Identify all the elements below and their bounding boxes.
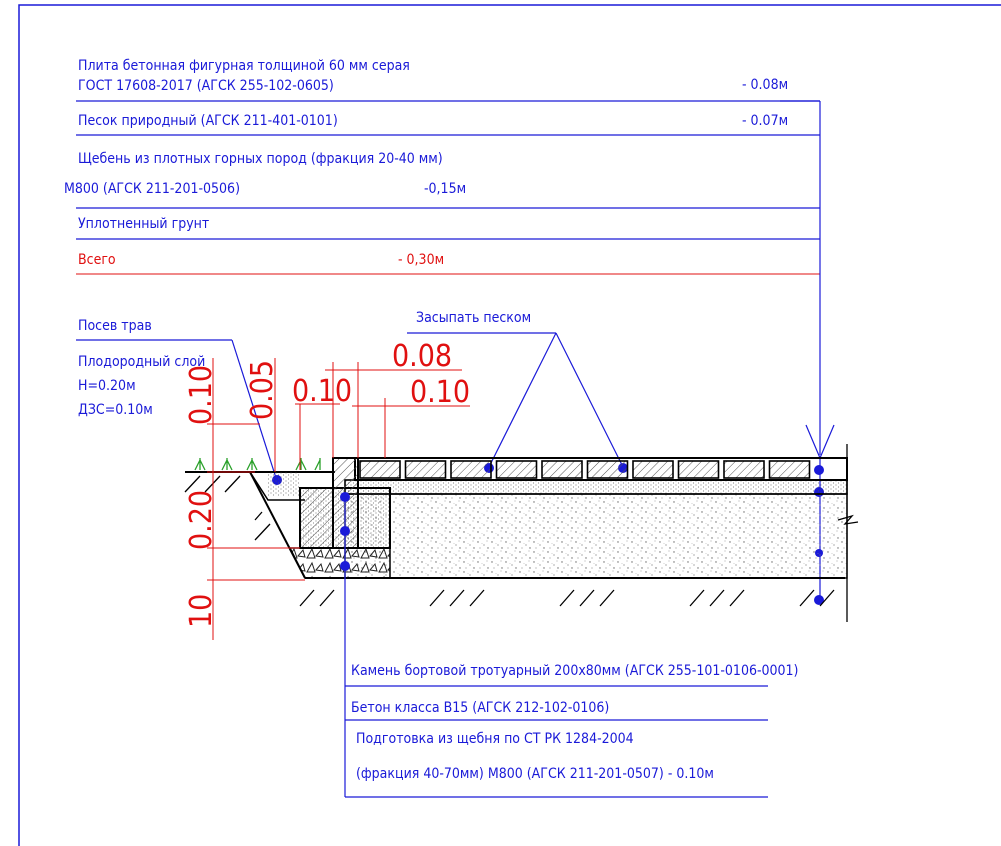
left-labels: Посев трав Плодородный слой Н=0.20м ДЗС=… bbox=[76, 318, 282, 485]
fertile-layer-label: Плодородный слой bbox=[78, 354, 205, 370]
layer3-title-line1: Щебень из плотных горных пород (фракция … bbox=[78, 151, 443, 167]
pavement-section bbox=[184, 444, 859, 622]
total-value: - 0,30м bbox=[398, 252, 444, 268]
dim-0-05-vertical: 0.05 bbox=[245, 360, 280, 420]
paving-tile bbox=[768, 460, 811, 479]
paving-tile bbox=[541, 460, 583, 479]
paving-tile bbox=[677, 460, 720, 479]
total-label: Всего bbox=[78, 252, 116, 268]
dim-10-vertical: 10 bbox=[184, 594, 219, 628]
paving-tile bbox=[359, 460, 401, 479]
bottom-table: Камень бортовой тротуарный 200х80мм (АГС… bbox=[345, 663, 798, 782]
curb-stone-label: Камень бортовой тротуарный 200х80мм (АГС… bbox=[351, 663, 798, 679]
dim-0-08: 0.08 bbox=[392, 339, 452, 374]
paving-tile bbox=[723, 460, 765, 479]
paving-tile bbox=[586, 460, 629, 479]
layers-table: Плита бетонная фигурная толщиной 60 мм с… bbox=[64, 58, 820, 275]
paving-tile bbox=[404, 460, 447, 479]
layer3-thickness: -0,15м bbox=[424, 181, 466, 197]
layer3-title-line2: М800 (АГСК 211-201-0506) bbox=[64, 181, 240, 197]
paving-tile bbox=[632, 460, 674, 479]
dzs-value-label: ДЗС=0.10м bbox=[78, 402, 153, 418]
dimensions: 0.10 0.20 10 0.05 0.10 0.08 0.10 bbox=[184, 339, 470, 640]
grass-sowing-label: Посев трав bbox=[78, 318, 152, 334]
fill-sand-label: Засыпать песком bbox=[416, 310, 531, 326]
h-value-label: Н=0.20м bbox=[78, 378, 136, 394]
layer1-title-line1: Плита бетонная фигурная толщиной 60 мм с… bbox=[78, 58, 410, 74]
dim-0-10-curb: 0.10 bbox=[292, 374, 352, 409]
paving-tile bbox=[495, 460, 538, 479]
dim-0-10-vertical: 0.10 bbox=[184, 365, 219, 425]
dim-0-10-right: 0.10 bbox=[410, 375, 470, 410]
fill-sand-callout: Засыпать песком bbox=[407, 310, 628, 473]
layer1-title-line2: ГОСТ 17608-2017 (АГСК 255-102-0605) bbox=[78, 78, 334, 94]
prep-line2: (фракция 40-70мм) М800 (АГСК 211-201-050… bbox=[356, 766, 714, 782]
paving-tile bbox=[450, 460, 492, 479]
sheet-frame bbox=[18, 4, 1001, 846]
curb-leader bbox=[340, 492, 768, 798]
layer2-thickness: - 0.07м bbox=[742, 113, 788, 129]
layer1-thickness: - 0.08м bbox=[742, 77, 788, 93]
dim-0-20-vertical: 0.20 bbox=[184, 490, 219, 550]
concrete-label: Бетон класса В15 (АГСК 212-102-0106) bbox=[351, 700, 609, 716]
layer4-title: Уплотненный грунт bbox=[78, 216, 209, 232]
layer2-title: Песок природный (АГСК 211-401-0101) bbox=[78, 113, 338, 129]
prep-line1: Подготовка из щебня по СТ РК 1284-2004 bbox=[356, 731, 634, 747]
